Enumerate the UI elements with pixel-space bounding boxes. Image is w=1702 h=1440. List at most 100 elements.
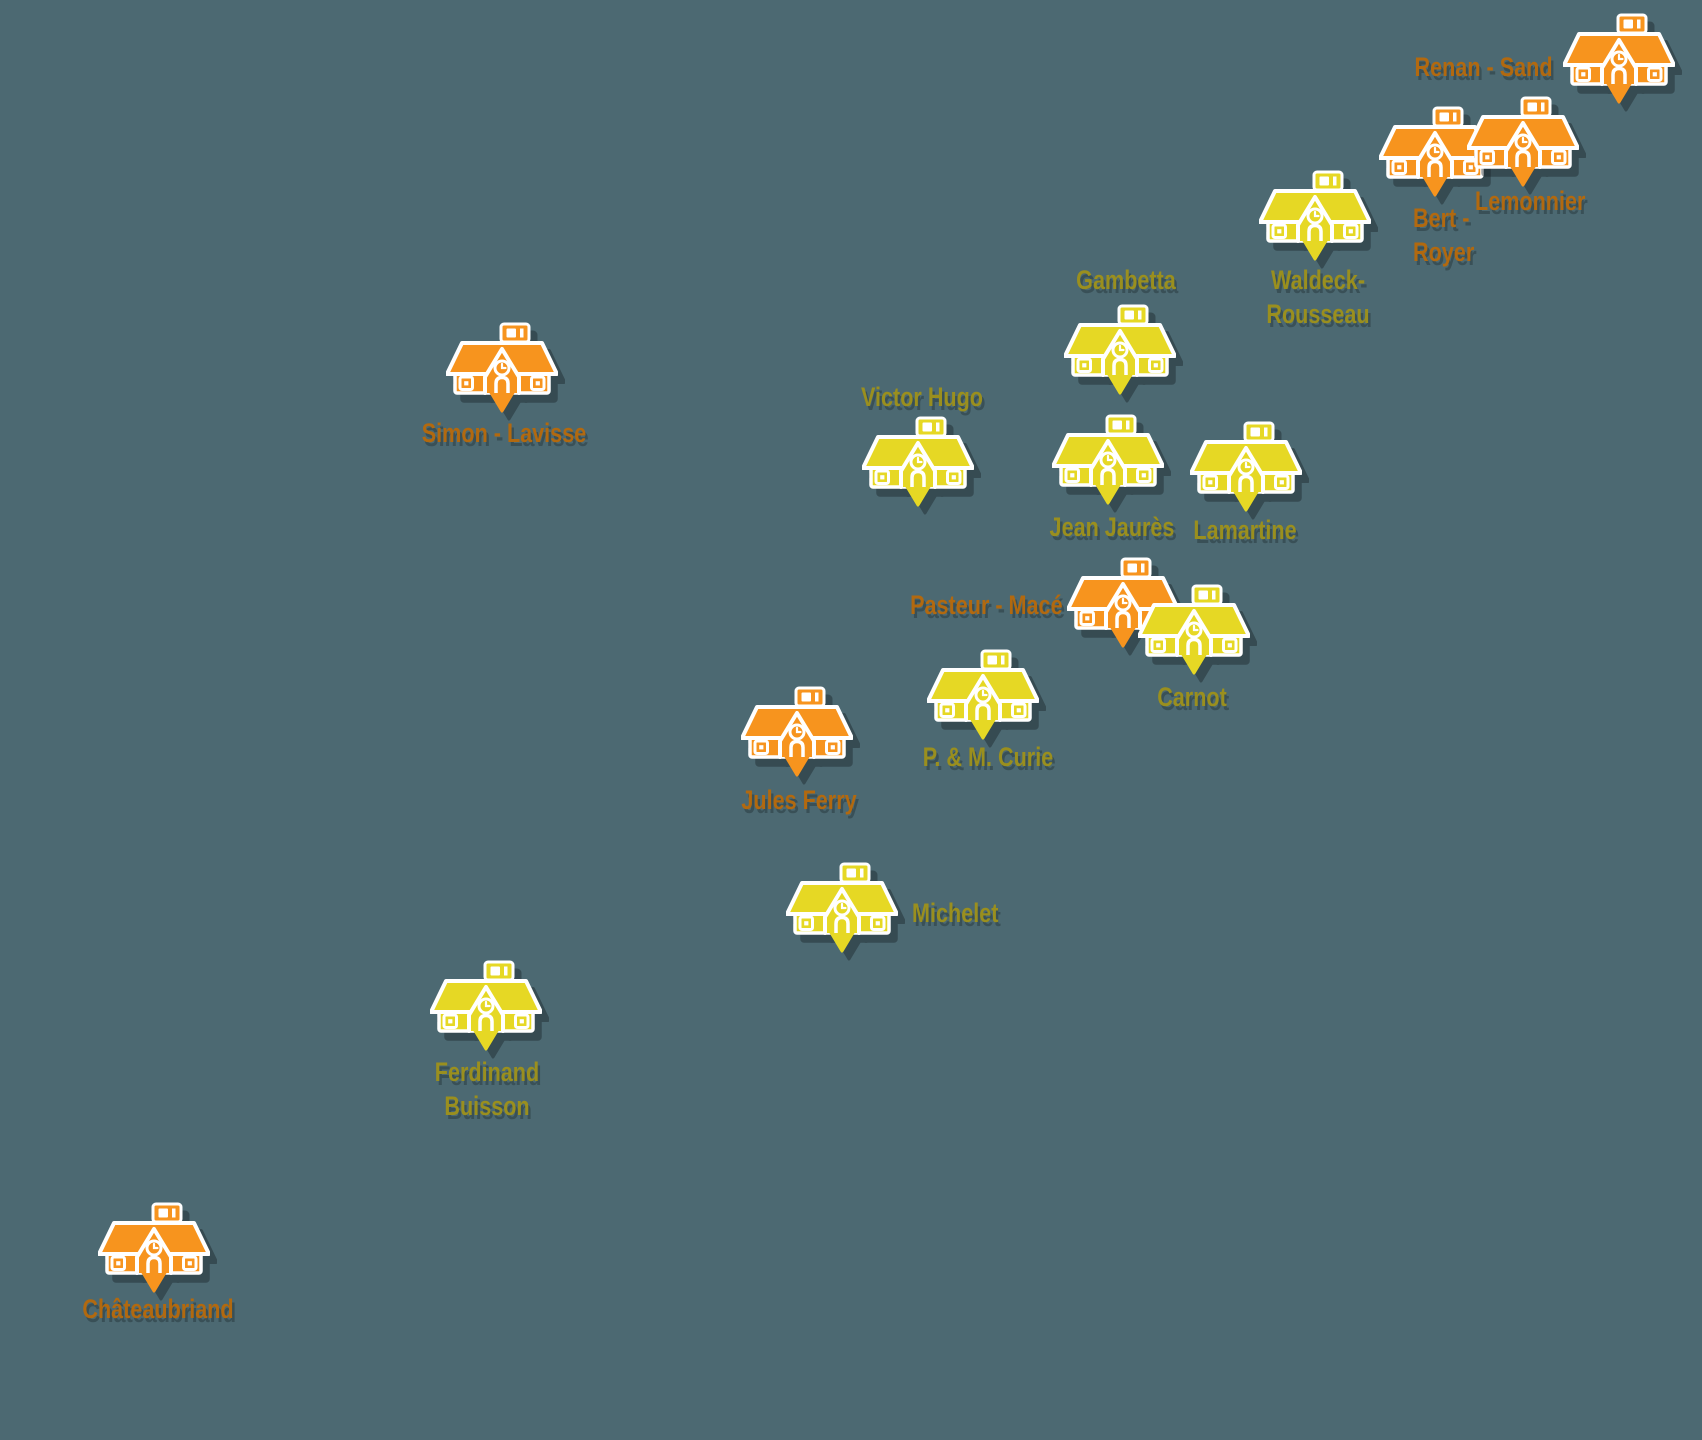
school-door xyxy=(478,1013,494,1031)
window-right-pane xyxy=(1141,473,1146,478)
flag-stripe xyxy=(860,868,864,878)
flag-field xyxy=(1250,427,1260,437)
school-marker-gambetta[interactable] xyxy=(1064,304,1176,395)
marker-pointer-tail xyxy=(1509,163,1537,187)
flag-stripe xyxy=(1141,563,1145,573)
clock-hands xyxy=(916,456,923,464)
schoolhouse-icon xyxy=(430,960,542,1051)
school-door xyxy=(1112,357,1128,375)
window-left-pane xyxy=(880,475,885,480)
flag-stripe xyxy=(1541,102,1545,112)
window-left-pane xyxy=(1277,229,1282,234)
flag-stripe xyxy=(1212,590,1216,600)
schoolhouse-icon xyxy=(98,1202,210,1293)
clock-hands xyxy=(981,689,988,697)
clock-hands xyxy=(1433,146,1440,154)
schoolhouse-icon xyxy=(1563,13,1675,104)
flag-field xyxy=(1124,310,1134,320)
school-marker-lamartine[interactable] xyxy=(1190,421,1302,512)
window-right-pane xyxy=(1016,708,1021,713)
school-marker-pm-curie[interactable] xyxy=(927,649,1039,740)
window-left-pane xyxy=(1397,165,1402,170)
flag-field xyxy=(1527,102,1537,112)
flag-stripe xyxy=(1264,427,1268,437)
schoolhouse-icon xyxy=(862,416,974,507)
school-door xyxy=(910,469,926,487)
school-marker-simon-lavisse[interactable] xyxy=(446,322,558,413)
school-marker-carnot[interactable] xyxy=(1138,584,1250,675)
clock-hands xyxy=(1617,53,1624,61)
marker-pointer-tail xyxy=(1106,371,1134,395)
flag-stripe xyxy=(504,966,508,976)
clock-hands xyxy=(500,362,507,370)
window-left-pane xyxy=(116,1261,121,1266)
school-label-jean-jaures: Jean Jaurès xyxy=(1049,512,1175,542)
flag-stripe xyxy=(1453,112,1457,122)
flag-field xyxy=(922,422,932,432)
school-label-gambetta: Gambetta xyxy=(1076,265,1176,295)
flag-stripe xyxy=(815,692,819,702)
schoolhouse-icon xyxy=(741,686,853,777)
flag-field xyxy=(987,655,997,665)
school-door xyxy=(494,375,510,393)
school-marker-jean-jaures[interactable] xyxy=(1052,414,1164,505)
marker-pointer-tail xyxy=(1301,237,1329,261)
school-label-ferdinand-buisson: Ferdinand Buisson xyxy=(434,1057,540,1121)
clock-hands xyxy=(1521,136,1528,144)
flag-stripe xyxy=(172,1208,176,1218)
clock-hands xyxy=(1106,454,1113,462)
flag-field xyxy=(490,966,500,976)
clock-hands xyxy=(1118,344,1125,352)
marker-pointer-tail xyxy=(969,716,997,740)
flag-stripe xyxy=(1001,655,1005,665)
window-left-pane xyxy=(1156,643,1161,648)
school-marker-michelet[interactable] xyxy=(786,862,898,953)
flag-field xyxy=(1112,420,1122,430)
schoolhouse-icon xyxy=(446,322,558,413)
marker-pointer-tail xyxy=(783,753,811,777)
school-door xyxy=(789,739,805,757)
school-label-waldeck-rousseau: Waldeck- Rousseau xyxy=(1266,265,1370,329)
window-right-pane xyxy=(951,475,956,480)
school-label-pasteur-mace: Pasteur - Macé xyxy=(910,590,1063,620)
school-door xyxy=(1427,159,1443,177)
school-door xyxy=(1515,149,1531,167)
school-marker-ferdinand-buisson[interactable] xyxy=(430,960,542,1051)
flag-stripe xyxy=(1637,19,1641,29)
school-label-chateaubriand: Châteaubriand xyxy=(82,1294,234,1324)
window-right-pane xyxy=(1468,165,1473,170)
flag-stripe xyxy=(936,422,940,432)
school-marker-victor-hugo[interactable] xyxy=(862,416,974,507)
window-right-pane xyxy=(1652,72,1657,77)
school-marker-lemonnier[interactable] xyxy=(1467,96,1579,187)
school-marker-renan-sand[interactable] xyxy=(1563,13,1675,104)
schoolhouse-icon xyxy=(1138,584,1250,675)
flag-field xyxy=(846,868,856,878)
school-door xyxy=(834,915,850,933)
school-door xyxy=(1115,610,1131,628)
clock-hands xyxy=(1244,461,1251,469)
school-marker-waldeck-rousseau[interactable] xyxy=(1259,170,1371,261)
schoolhouse-icon xyxy=(1052,414,1164,505)
window-right-pane xyxy=(1556,155,1561,160)
school-door xyxy=(1307,223,1323,241)
window-left-pane xyxy=(804,921,809,926)
school-marker-jules-ferry[interactable] xyxy=(741,686,853,777)
marker-pointer-tail xyxy=(1094,481,1122,505)
marker-pointer-tail xyxy=(1180,651,1208,675)
flag-stripe xyxy=(1333,176,1337,186)
flag-field xyxy=(1319,176,1329,186)
school-marker-bert-royer[interactable] xyxy=(1379,106,1491,197)
school-marker-chateaubriand[interactable] xyxy=(98,1202,210,1293)
school-marker-pasteur-mace[interactable] xyxy=(1067,557,1179,648)
flag-field xyxy=(1127,563,1137,573)
clock-hands xyxy=(484,1000,491,1008)
school-door xyxy=(1186,637,1202,655)
marker-pointer-tail xyxy=(140,1269,168,1293)
school-label-victor-hugo: Victor Hugo xyxy=(860,382,984,412)
school-door xyxy=(975,702,991,720)
flag-stripe xyxy=(1126,420,1130,430)
schoolhouse-icon xyxy=(1259,170,1371,261)
schoolhouse-icon xyxy=(786,862,898,953)
window-right-pane xyxy=(875,921,880,926)
